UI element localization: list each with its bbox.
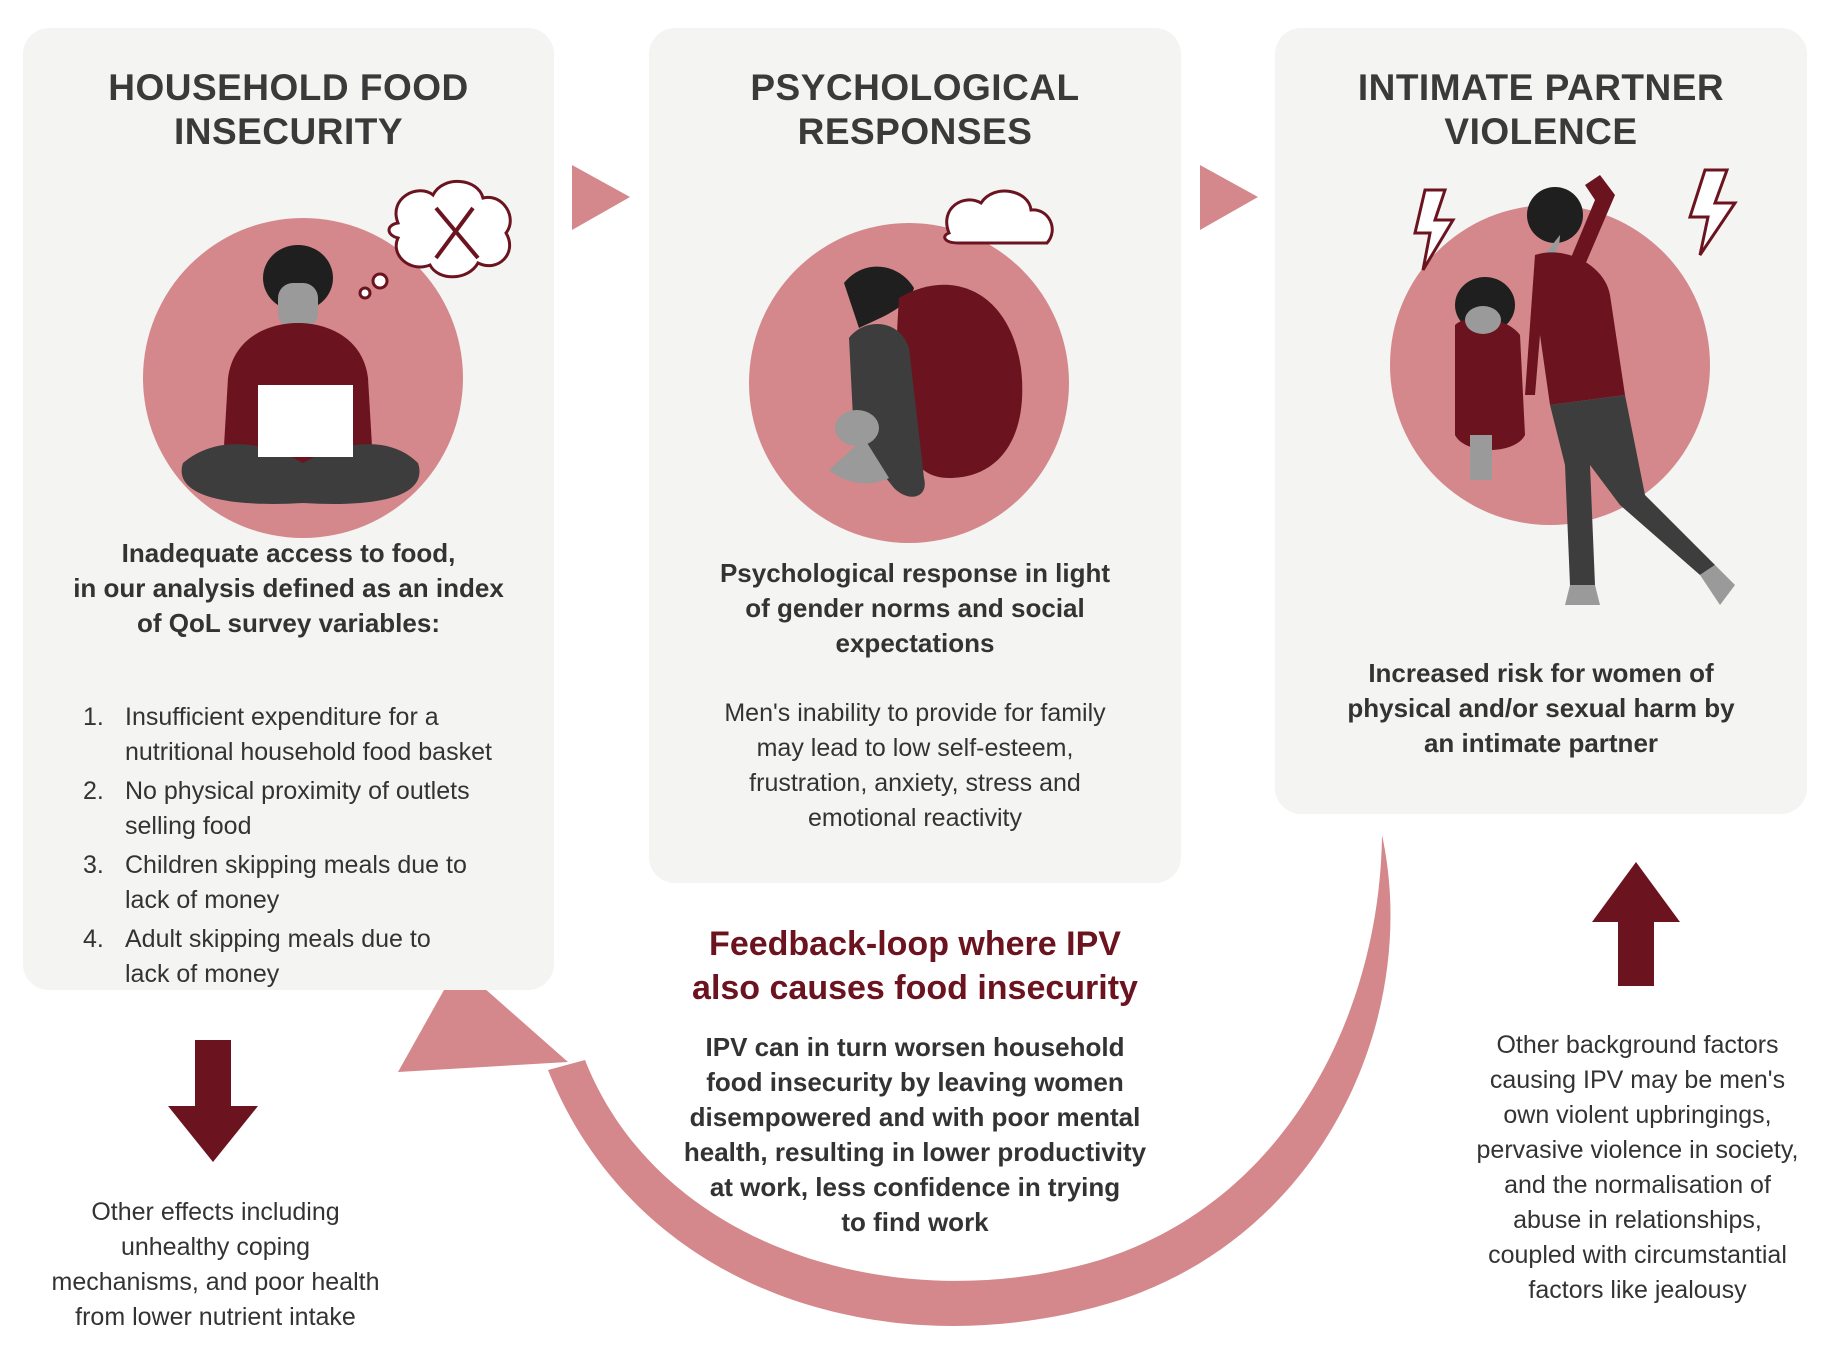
survey-variable-list: 1.Insufficient expenditure for a nutriti… (83, 700, 563, 996)
list-item: 3.Children skipping meals due to lack of… (83, 851, 467, 914)
arrow-up-icon (1592, 862, 1680, 986)
panel-body-text: Men's inability to provide for family ma… (724, 699, 1106, 832)
list-item: 1.Insufficient expenditure for a nutriti… (83, 703, 492, 766)
person-holding-sign-icon (143, 179, 512, 538)
panel-psychological-responses: PSYCHOLOGICAL RESPONSES Psychological re… (649, 28, 1181, 883)
violence-scene-icon (1390, 168, 1738, 605)
panel-intimate-partner-violence: INTIMATE PARTNER VIOLENCE Increased risk… (1275, 28, 1807, 814)
panel-title: HOUSEHOLD FOOD INSECURITY (108, 67, 469, 152)
feedback-text: IPV can in turn worsen household food in… (683, 1032, 1147, 1237)
panel-lead: Increased risk for women of physical and… (1347, 658, 1735, 758)
list-item: 2.No physical proximity of outlets selli… (83, 777, 470, 840)
panel-title: INTIMATE PARTNER VIOLENCE (1357, 67, 1725, 152)
panel-lead: Inadequate access to food, in our analys… (73, 538, 504, 638)
list-item: 4.Adult skipping meals due to lack of mo… (83, 925, 431, 988)
other-effects-note: Other effects including unhealthy coping… (51, 1198, 380, 1331)
arrow-right-icon (572, 165, 630, 230)
arrow-down-icon (168, 1040, 258, 1162)
arrow-right-icon (1200, 165, 1258, 230)
panel-title: PSYCHOLOGICAL RESPONSES (750, 67, 1080, 152)
background-factors-note: Other background factors causing IPV may… (1476, 1031, 1799, 1304)
feedback-title: Feedback-loop where IPV also causes food… (692, 925, 1138, 1007)
panel-household-food-insecurity: HOUSEHOLD FOOD INSECURITY Inadequate acc… (23, 28, 554, 990)
panel-lead: Psychological response in light of gende… (719, 558, 1111, 658)
person-crouching-icon (749, 189, 1069, 543)
